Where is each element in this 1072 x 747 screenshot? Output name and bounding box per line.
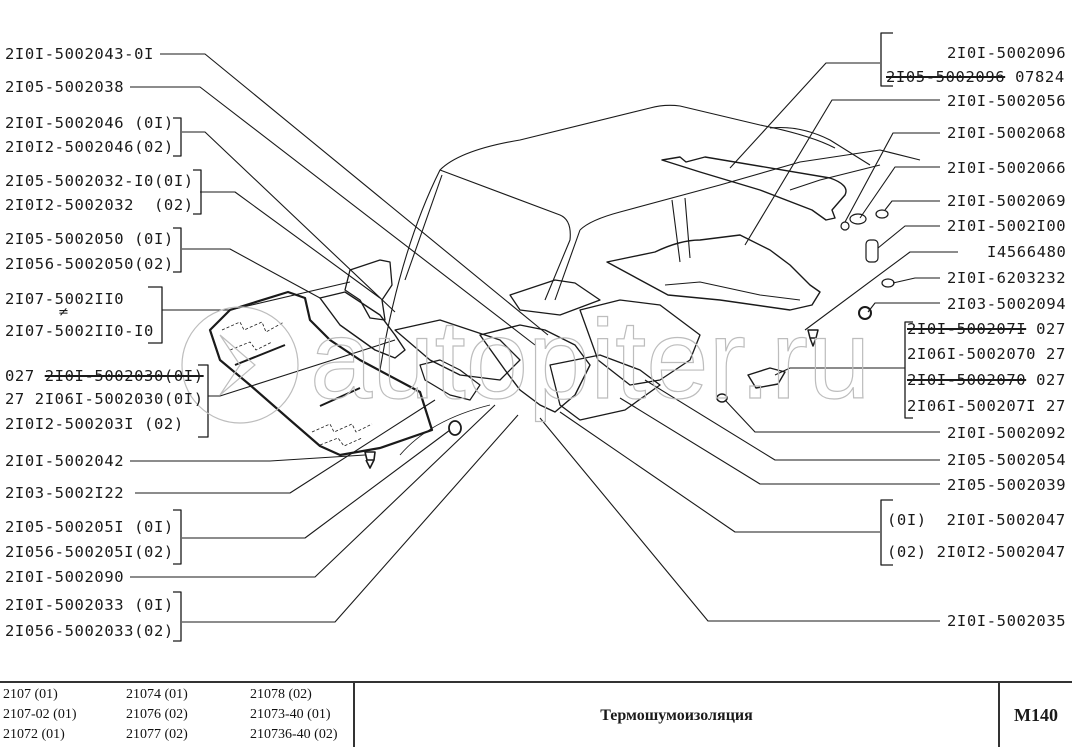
struck-part-number: 2I0I-5002030(0I): [44, 367, 204, 385]
grommet-part: [448, 420, 462, 436]
plug-part: [849, 213, 867, 225]
part-label: 2I05-5002032-I0(0I): [5, 172, 194, 190]
part-label: 27 2I06I-5002030(0I): [5, 390, 204, 408]
grommet-part: [716, 393, 728, 403]
model-cell: 21078 (02): [250, 687, 312, 702]
clip-part: [364, 451, 376, 469]
dash-panel-left: [319, 291, 406, 359]
leader-lines-right: [539, 62, 958, 622]
car-insulation-drawing: [130, 32, 958, 642]
model-cell: 2107-02 (01): [3, 707, 77, 722]
part-label-superseded: 2I0I-500207I 027: [907, 320, 1066, 338]
part-label: 2I07-5002II0: [5, 290, 125, 308]
struck-part-number: 2I0I-5002070: [907, 371, 1027, 389]
rear-floor-mat-2: [664, 281, 801, 301]
front-floor-mat: [208, 290, 434, 457]
part-label: 2I05-5002050 (0I): [5, 230, 174, 248]
model-cell: 21076 (02): [126, 707, 188, 722]
section-title: Термошумоизоляция: [600, 707, 753, 724]
pad-part: [747, 367, 786, 389]
label-suffix: 027: [1026, 320, 1066, 338]
part-label: 2I0I2-5002046(02): [5, 138, 174, 156]
part-label: 2I0I-5002066: [947, 159, 1067, 177]
car-body-outline: [379, 104, 921, 371]
part-label: 2I0I-5002069: [947, 192, 1067, 210]
part-label: 2I06I-500207I 27: [907, 397, 1066, 415]
model-cell: 21074 (01): [126, 687, 188, 702]
rear-shelf-panel: [661, 156, 847, 221]
part-label: 2I03-5002I22: [5, 484, 125, 502]
part-label: 2I06I-5002070 27: [907, 345, 1066, 363]
part-label-superseded: 2I05-5002096 07824: [886, 68, 1065, 86]
part-label: 2I056-500205I(02): [5, 543, 174, 561]
label-prefix: 027: [5, 367, 45, 385]
model-cell: 21077 (02): [126, 727, 188, 742]
part-label: 2I0I-5002092: [947, 424, 1067, 442]
plug-part: [875, 209, 889, 219]
part-label-superseded: 027 2I0I-5002030(0I): [5, 367, 204, 385]
part-label: 2I0I2-500203I (02): [5, 415, 184, 433]
firewall-insulation: [344, 259, 393, 321]
brackets-right: [880, 32, 913, 566]
grommet-part: [858, 306, 872, 320]
part-label: 2I0I-5002035: [947, 612, 1067, 630]
toe-board: [419, 359, 481, 401]
part-label: 2I05-5002054: [947, 451, 1067, 469]
part-label: 2I07-5002II0-I0: [5, 322, 154, 340]
model-cell: 210736-40 (02): [250, 727, 338, 742]
part-label: 2I0I-6203232: [947, 269, 1067, 287]
divider: [998, 683, 1000, 747]
label-suffix: 027: [1026, 371, 1066, 389]
pad-part: [865, 239, 879, 263]
part-label: 2I0I-5002068: [947, 124, 1067, 142]
tunnel-front: [479, 324, 591, 413]
part-label: 2I0I-5002056: [947, 92, 1067, 110]
part-label: 2I056-5002033(02): [5, 622, 174, 640]
divider: [353, 683, 355, 747]
model-cell: 21073-40 (01): [250, 707, 331, 722]
part-label: 2I0I2-5002032 (02): [5, 196, 194, 214]
part-label: 2I03-5002094: [947, 295, 1067, 313]
center-floor-mat: [509, 279, 601, 316]
part-label: 2I0I-5002096: [947, 44, 1067, 62]
part-label: I4566480: [987, 243, 1067, 261]
part-label: 2I05-500205I (0I): [5, 518, 174, 536]
leader-lines-left: [130, 53, 549, 623]
part-label: 2I0I-5002046 (0I): [5, 114, 174, 132]
section-code: M140: [1014, 705, 1058, 725]
dash-panel-center: [394, 319, 521, 381]
part-label: 2I056-5002050(02): [5, 255, 174, 273]
struck-part-number: 2I05-5002096: [886, 68, 1006, 86]
part-label: (0I) 2I0I-5002047: [887, 511, 1066, 529]
title-block: 2107 (01) 21074 (01) 21078 (02) 2107-02 …: [0, 681, 1072, 747]
fastener-part: [807, 329, 819, 347]
part-label: 2I0I-5002090: [5, 568, 125, 586]
clip-part: [840, 221, 850, 231]
grommet-part: [881, 278, 895, 288]
part-label: 2I0I-5002042: [5, 452, 125, 470]
part-label: 2I0I-5002043-0I: [5, 45, 154, 63]
part-label: 2I05-5002039: [947, 476, 1067, 494]
part-label-superseded: 2I0I-5002070 027: [907, 371, 1066, 389]
part-label: (02) 2I0I2-5002047: [887, 543, 1066, 561]
part-label: 2I0I-5002033 (0I): [5, 596, 174, 614]
rear-floor-mat: [606, 234, 821, 311]
tunnel-mat: [579, 299, 701, 386]
front-floor-right: [549, 354, 661, 421]
not-equal-symbol: ≠: [58, 305, 69, 320]
part-label: 2I0I-5002I00: [947, 217, 1067, 235]
model-cell: 21072 (01): [3, 727, 65, 742]
model-cell: 2107 (01): [3, 687, 58, 702]
part-label: 2I05-5002038: [5, 78, 125, 96]
label-suffix: 07824: [1005, 68, 1065, 86]
struck-part-number: 2I0I-500207I: [907, 320, 1027, 338]
